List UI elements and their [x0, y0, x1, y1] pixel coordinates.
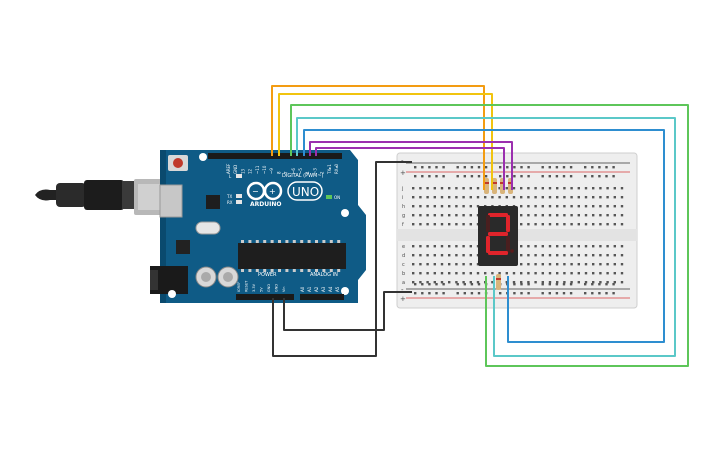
row-letter: g: [402, 213, 405, 219]
digital-pin-label: 7: [284, 171, 289, 174]
segment-g: [488, 232, 508, 236]
segment-c: [506, 236, 510, 253]
segment-e: [486, 236, 490, 253]
digital-pin-label: 8: [276, 171, 281, 174]
rail-plus-bottom: +: [400, 295, 406, 303]
row-letter: c: [402, 262, 405, 268]
wire-purple-1[interactable]: [309, 141, 513, 190]
digital-header[interactable]: [208, 153, 342, 159]
row-letter: i: [402, 195, 403, 201]
rail-minus-bottom: -: [401, 286, 404, 294]
digital-pin-label: ~10: [262, 165, 267, 174]
analog-header[interactable]: [300, 294, 344, 300]
row-letter: a: [402, 280, 405, 286]
analog-pin-label: A5: [335, 286, 340, 292]
row-letter: h: [402, 204, 405, 210]
wire-orange[interactable]: [271, 85, 485, 190]
digital-pin-label: RX◂0: [334, 163, 339, 174]
svg-text:−: −: [252, 187, 259, 196]
uno-logo: UNO: [292, 185, 319, 199]
digital-pin-label: TX▸1: [327, 164, 332, 175]
digital-pin-label: ~9: [269, 168, 274, 174]
row-letter: e: [402, 244, 405, 250]
row-letter: f: [402, 222, 404, 228]
digital-pin-label: ~5: [298, 168, 303, 174]
analog-pin-label: A1: [307, 286, 312, 292]
power-pin-label: Vin: [282, 286, 286, 292]
wires[interactable]: [271, 85, 689, 367]
digital-pin-label: ~11: [255, 165, 260, 174]
l-label: L: [229, 174, 232, 179]
arduino-board[interactable]: TX RX L ON − + ARDUINO UNO DIGITAL (PWM~…: [150, 150, 366, 303]
segment-a: [488, 213, 508, 217]
analog-pin-label: A0: [300, 286, 305, 292]
power-pin-label: GND: [267, 284, 271, 292]
digital-header-label: DIGITAL (PWM~): [282, 173, 324, 179]
segment-f: [486, 215, 490, 232]
analog-pin-label: A4: [328, 286, 333, 292]
power-pin-label: 5V: [260, 287, 264, 292]
wire-black-5v[interactable]: [283, 291, 412, 331]
wire-purple-2[interactable]: [315, 147, 505, 190]
analog-header-label: ANALOG IN: [310, 272, 338, 278]
on-label: ON: [334, 195, 340, 200]
power-pin-label: GND: [275, 284, 279, 292]
digital-pin-label: GND: [233, 165, 238, 174]
row-letter: b: [402, 271, 405, 277]
tx-label: TX: [226, 194, 232, 199]
wire-teal[interactable]: [296, 117, 676, 357]
digital-pin-label: AREF: [226, 163, 231, 174]
wire-black-gnd[interactable]: [272, 161, 412, 357]
rx-label: RX: [227, 200, 233, 205]
digital-pin-label: 12: [248, 168, 253, 174]
power-pin-label: IOREF: [237, 282, 241, 292]
arduino-logo-icon: − +: [246, 181, 283, 201]
power-pin-label: 3.3V: [252, 283, 256, 292]
svg-text:+: +: [269, 187, 276, 196]
digital-pin-label: 2: [320, 171, 325, 174]
resistor-group-bottom[interactable]: [496, 274, 501, 290]
digital-pin-label: 4: [305, 171, 310, 174]
row-letter: j: [401, 186, 403, 192]
digital-pin-label: ~3: [312, 168, 317, 174]
digital-pin-label: 13: [240, 168, 245, 174]
segment-b: [506, 215, 510, 232]
microcontroller-chip: [238, 243, 346, 269]
seven-segment-display[interactable]: [478, 206, 518, 266]
analog-pin-label: A3: [321, 286, 326, 292]
power-pin-label: RESET: [245, 280, 249, 292]
rail-plus-top: +: [400, 169, 406, 177]
power-header-label: POWER: [258, 272, 277, 278]
wire-blue[interactable]: [303, 129, 665, 343]
wire-green[interactable]: [290, 104, 689, 367]
power-header[interactable]: [236, 294, 294, 300]
digital-pin-label: ~6: [291, 168, 296, 174]
segment-d: [488, 251, 508, 255]
brand-text: ARDUINO: [250, 201, 281, 208]
analog-pin-label: A2: [314, 286, 319, 292]
row-letter: d: [402, 253, 405, 259]
